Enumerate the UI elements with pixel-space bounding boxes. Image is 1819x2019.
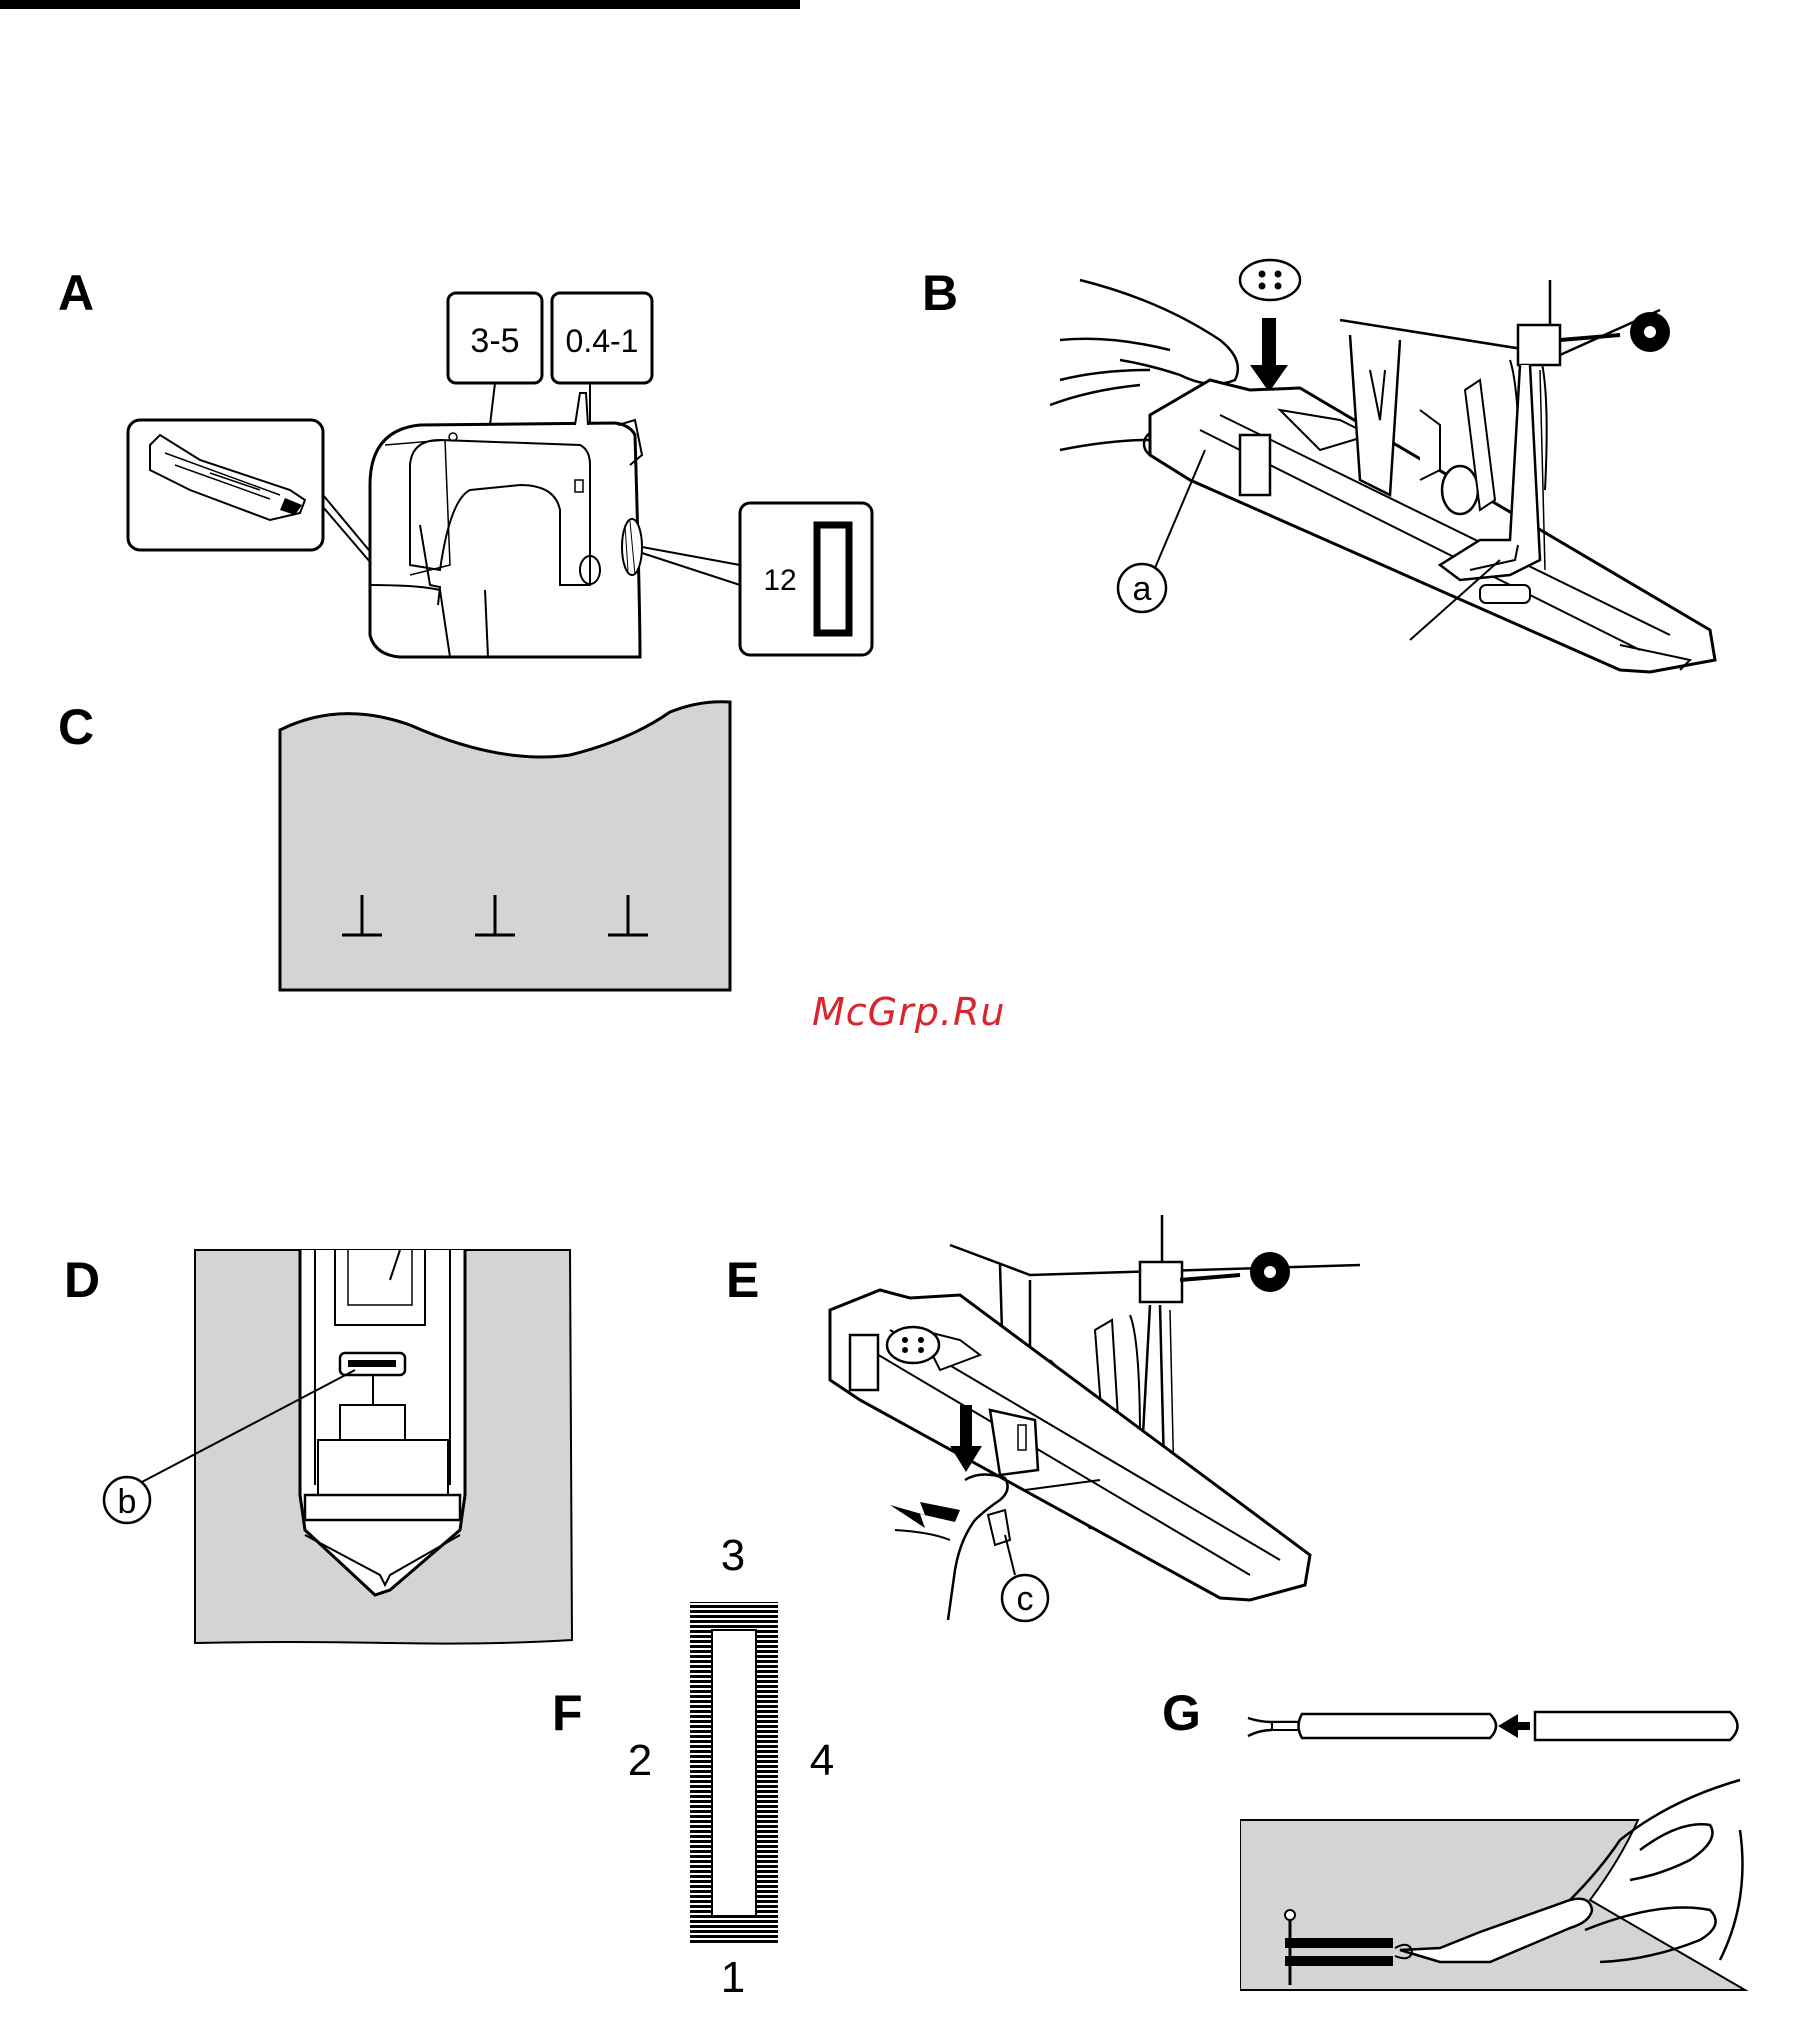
panel-letter-a: A xyxy=(58,268,94,318)
buttonhole-foot-topview xyxy=(300,1250,465,1595)
buttonhole-stitch-pattern xyxy=(690,1602,778,1944)
panel-letter-g: G xyxy=(1162,1688,1201,1738)
panel-letter-b: B xyxy=(922,268,958,318)
figure-g-seam-ripper xyxy=(1240,1700,1760,2000)
figure-a-machine: 3-5 0.4-1 xyxy=(120,285,900,665)
arrow-back-icon xyxy=(890,1502,960,1540)
seam-ripper-icon xyxy=(1248,1714,1496,1738)
pattern-number-text: 12 xyxy=(763,564,796,597)
panel-letter-c: C xyxy=(58,702,94,752)
callout-stitch-length: 3-5 xyxy=(448,293,542,425)
buttonhole-foot-inset xyxy=(128,420,388,583)
step-4-label: 4 xyxy=(810,1736,834,1785)
button-icon xyxy=(1240,260,1300,300)
marker-a-text: a xyxy=(1133,570,1152,608)
arrow-left-icon xyxy=(1498,1714,1530,1738)
top-rule xyxy=(0,0,800,9)
step-3-label: 3 xyxy=(721,1531,745,1580)
figure-b-place-button: a xyxy=(1040,240,1740,700)
arrow-down-icon xyxy=(1250,318,1288,392)
marker-b-text: b xyxy=(118,1483,137,1521)
panel-letter-e: E xyxy=(726,1255,759,1305)
callout-stitch-width: 0.4-1 xyxy=(552,293,652,425)
sewing-machine-icon xyxy=(370,393,642,657)
figure-d-foot-on-fabric: b xyxy=(90,1245,590,1665)
step-2-label: 2 xyxy=(628,1736,652,1785)
buttonhole-foot-drawing xyxy=(830,1290,1310,1600)
button-icon xyxy=(887,1327,939,1363)
fabric xyxy=(280,702,730,990)
figure-f-stitch-sequence: 3 2 4 1 xyxy=(600,1530,870,2000)
step-1-label: 1 xyxy=(721,1953,745,2000)
panel-letter-f: F xyxy=(552,1688,583,1738)
callout-stitch-length-text: 3-5 xyxy=(470,322,519,360)
figure-c-fabric-marks xyxy=(270,700,750,1000)
figure-e-lower-lever: c xyxy=(800,1210,1360,1670)
callout-pattern-selector: 12 xyxy=(642,503,872,655)
callout-stitch-width-text: 0.4-1 xyxy=(566,323,639,359)
seam-ripper-cap-icon xyxy=(1535,1712,1738,1740)
buttonhole-pattern-icon xyxy=(817,525,849,633)
marker-c-text: c xyxy=(1017,1580,1034,1618)
marker-c: c xyxy=(1002,1535,1048,1621)
watermark: McGrp.Ru xyxy=(812,990,1005,1034)
